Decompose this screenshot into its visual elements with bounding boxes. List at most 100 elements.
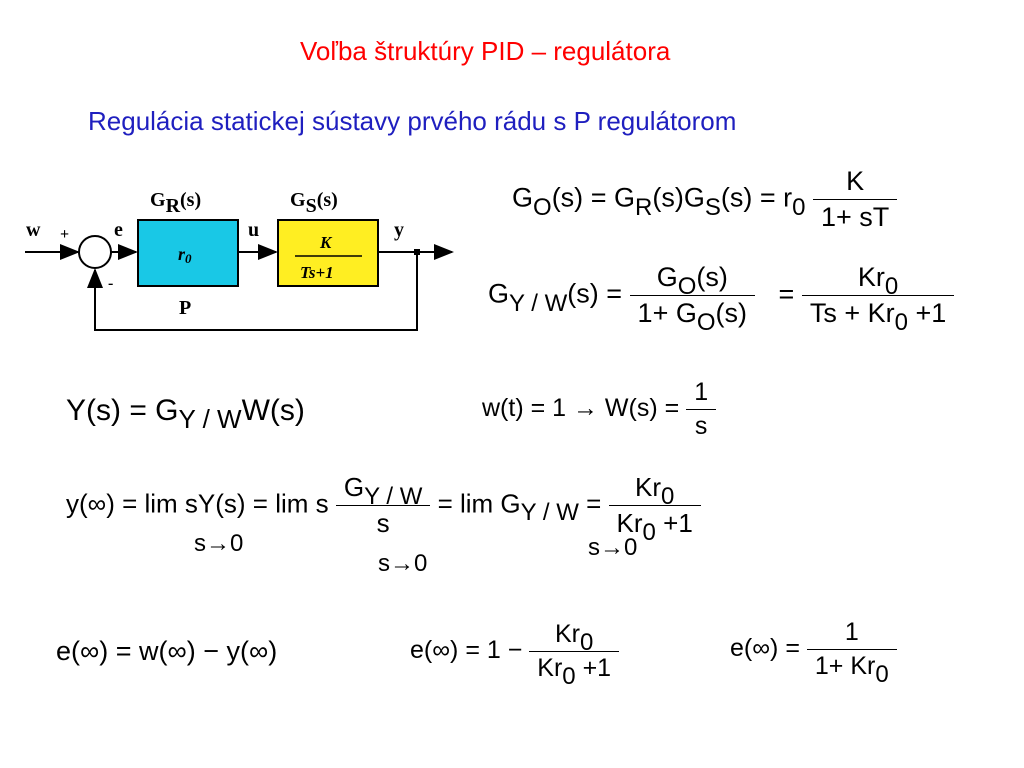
eq2-lhs: G — [488, 278, 510, 309]
eq2-den2: Ts + Kr0 +1 — [801, 295, 955, 336]
eq-error-2: e(∞) = 1 1+ Kr0 — [730, 618, 897, 688]
eq1-r-sub: 0 — [792, 193, 806, 221]
eq2-num2-kr: Kr — [857, 262, 885, 292]
eq2-den: 1+ GO(s) — [629, 295, 755, 336]
eq-error-def: e(∞) = w(∞) − y(∞) — [56, 636, 278, 666]
controller-text: r0 — [178, 244, 192, 266]
eq5-limit-2: s→0 — [378, 550, 428, 577]
eq5-frac-num-sub: Y / W — [364, 483, 423, 510]
eq7-den-sub: 0 — [562, 663, 576, 690]
label-u: u — [248, 219, 259, 241]
eq1-den: 1+ sT — [813, 199, 898, 233]
eq3-sub: Y / W — [178, 404, 242, 434]
feedback-line — [87, 252, 418, 331]
eq-final-value: y(∞) = lim sY(s) = lim s GY / W s = lim … — [66, 472, 701, 546]
eq7-num: Kr0 — [529, 620, 619, 656]
eq5-num-sub: 0 — [660, 483, 675, 510]
eq-error-1: e(∞) = 1 − Kr0 Kr0 +1 — [410, 620, 620, 690]
eq2-den-a: 1+ G — [637, 298, 697, 328]
eq2-equals: = — [606, 278, 623, 309]
eq2-num2-sub: 0 — [884, 273, 899, 300]
eq5-mid-sub: Y / W — [520, 499, 579, 527]
eq5-num-kr: Kr — [634, 472, 661, 502]
eq2-num-g: G — [656, 262, 678, 292]
eq8-lhs: e(∞) = — [730, 634, 800, 663]
gr-label: GR(s) — [150, 189, 201, 217]
eq5-frac-num: GY / W — [336, 472, 430, 510]
eq1-lhs-sub: O — [533, 193, 552, 221]
eq5-lhs: y(∞) = lim sY(s) = lim s — [66, 488, 329, 519]
block-diagram: w + - e u y GR(s) GS(s) r0 P K Ts+1 — [25, 189, 454, 331]
eq4-lhs: w(t) = 1 → W(s) = — [482, 394, 680, 423]
eq1-g3-arg: (s) — [720, 182, 753, 213]
eq7-lhs: e(∞) = 1 − — [410, 636, 523, 665]
eq1-num: K — [846, 166, 865, 196]
eq7-den: Kr0 +1 — [529, 651, 620, 690]
eq2-den2-sub: 0 — [894, 309, 908, 336]
plant-block — [277, 219, 379, 287]
eq1-r: r — [783, 182, 793, 213]
eq7-den-b: +1 — [575, 654, 612, 682]
eq2-den-arg: (s) — [715, 298, 747, 328]
label-plus: + — [60, 226, 69, 243]
eq2-equals-2: = — [778, 278, 795, 309]
eq4-den: s — [686, 409, 717, 441]
slide-title: Voľba štruktúry PID – regulátora — [300, 36, 671, 66]
eq1-g3-sub: S — [704, 193, 721, 221]
eq2-arg: (s) — [567, 278, 599, 309]
eq5-den-sub: 0 — [642, 519, 656, 546]
eq3-lhs: Y(s) = G — [66, 394, 179, 427]
controller-caption: P — [179, 297, 191, 319]
eq1-g2: G — [613, 182, 635, 213]
eq5-frac-num-g: G — [343, 472, 365, 502]
label-y: y — [394, 219, 404, 241]
eq5-limit-3: s→0 — [588, 534, 638, 561]
eq-open-loop: GO(s) = GR(s)GS(s) = r0 K 1+ sT — [512, 166, 898, 233]
eq2-fraction-2: Kr0 Ts + Kr0 +1 — [801, 262, 955, 336]
eq2-den2-a: Ts + Kr — [809, 298, 895, 328]
eq5-num: Kr0 — [609, 472, 701, 510]
eq5-fraction-1: GY / W s — [335, 472, 431, 539]
eq2-num-sub: O — [677, 273, 697, 300]
eq-closed-loop: GY / W(s) = GO(s) 1+ GO(s) = Kr0 Ts + Kr… — [488, 262, 955, 336]
label-w: w — [26, 219, 41, 241]
eq4-fraction: 1 s — [686, 378, 717, 441]
eq1-fraction: K 1+ sT — [813, 166, 898, 233]
eq8-den-sub: 0 — [875, 661, 889, 688]
summing-junction — [78, 235, 112, 269]
gs-label: GS(s) — [290, 189, 338, 217]
eq1-g3: (s)G — [652, 182, 705, 213]
eq1-g2-sub: R — [635, 193, 653, 221]
eq7-num-sub: 0 — [580, 629, 594, 656]
eq1-equals-2: = — [759, 182, 776, 213]
eq-output: Y(s) = GY / WW(s) — [66, 394, 305, 434]
eq8-num: 1 — [844, 618, 859, 646]
eq5-den-kr: Kr — [616, 508, 643, 538]
eq8-den-a: 1+ Kr — [814, 652, 876, 680]
eq1-equals: = — [590, 182, 607, 213]
eq5-mid: = lim G — [437, 488, 521, 519]
eq5-frac-den: s — [335, 505, 431, 539]
eq5-den: Kr0 +1 — [608, 505, 701, 546]
eq1-arg: (s) — [551, 182, 584, 213]
eq2-num-arg: (s) — [696, 262, 728, 292]
eq7-den-kr: Kr — [537, 654, 563, 682]
eq2-lhs-sub: Y / W — [509, 289, 568, 317]
eq3-rhs: W(s) — [241, 394, 305, 427]
eq2-den2-b: +1 — [907, 298, 947, 328]
eq5-den-b: +1 — [655, 508, 693, 538]
eq8-den: 1+ Kr0 — [806, 649, 897, 688]
label-e: e — [114, 219, 123, 241]
eq8-fraction: 1 1+ Kr0 — [806, 618, 897, 688]
label-minus: - — [108, 275, 113, 292]
eq1-lhs: G — [512, 182, 534, 213]
eq5-equals: = — [586, 488, 602, 519]
eq4-num: 1 — [694, 378, 709, 406]
plant-num: K — [319, 233, 333, 252]
eq5-limit-1: s→0 — [194, 530, 244, 557]
eq7-num-kr: Kr — [555, 620, 580, 648]
eq5-fraction-2: Kr0 Kr0 +1 — [608, 472, 701, 546]
eq7-fraction: Kr0 Kr0 +1 — [529, 620, 620, 690]
plant-den: Ts+1 — [300, 263, 334, 282]
eq-step-input: w(t) = 1 → W(s) = 1 s — [482, 378, 717, 441]
